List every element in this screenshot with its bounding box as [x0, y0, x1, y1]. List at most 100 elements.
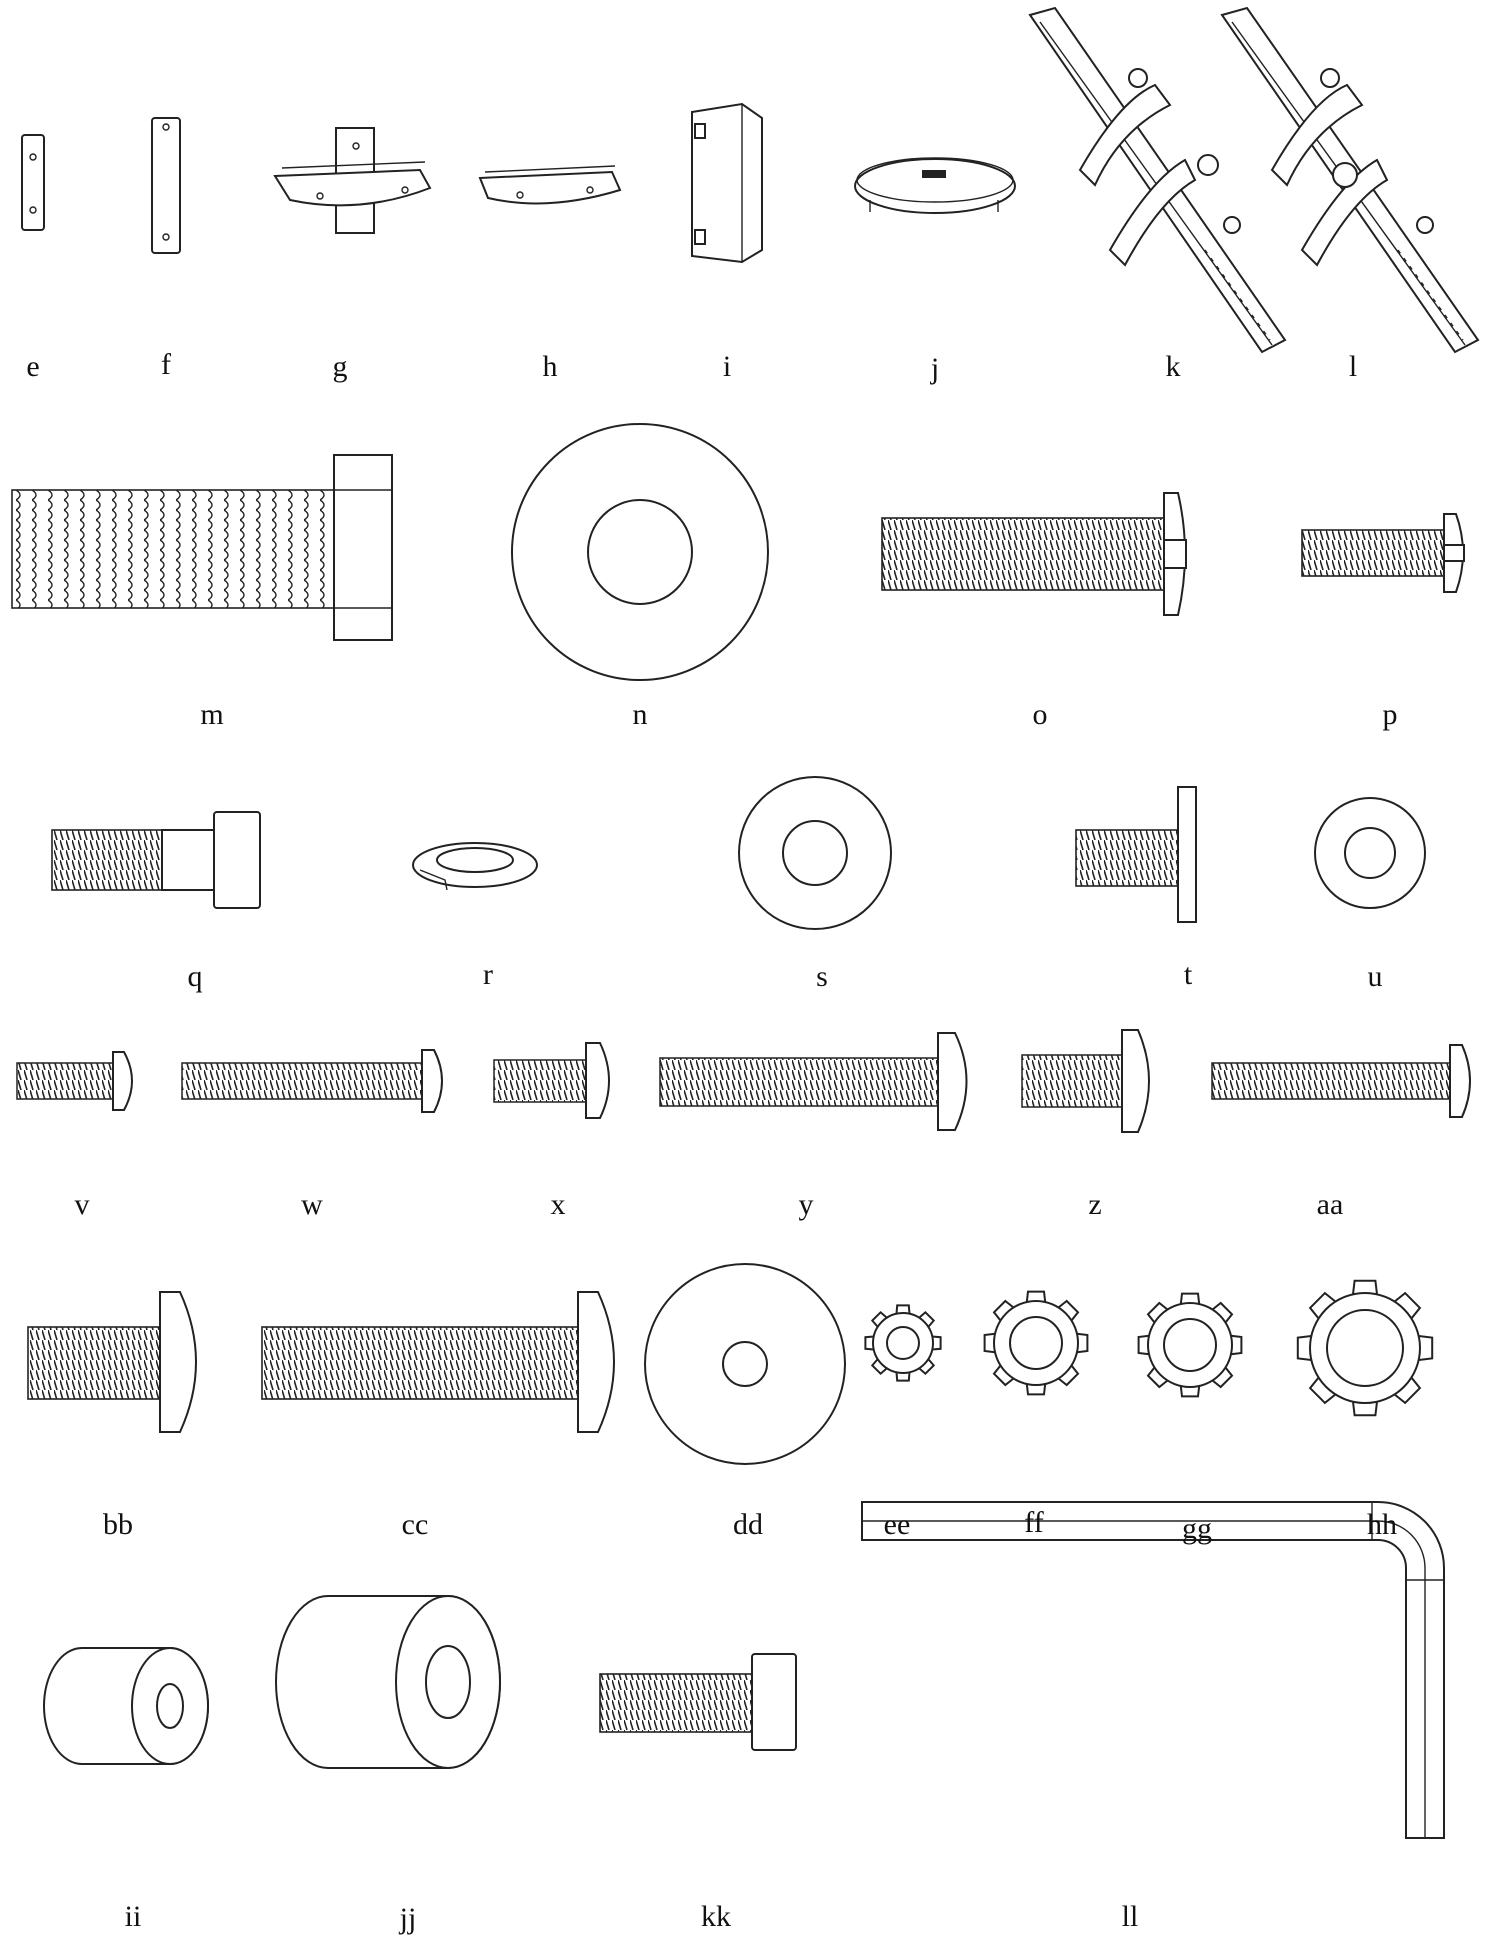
washer-tooth — [1352, 1279, 1378, 1295]
washer-tooth — [1057, 1299, 1080, 1322]
washer-tooth — [1296, 1335, 1312, 1361]
part-dd-fender-washer — [644, 1263, 846, 1465]
part-gg-star-washer — [1137, 1292, 1243, 1398]
washer-tooth — [1179, 1292, 1201, 1305]
washer-tooth — [918, 1358, 936, 1376]
part-q-shoulder-bolt — [51, 811, 261, 909]
part-t-flat-head-screw — [1075, 786, 1197, 923]
part-label-aa: aa — [1316, 1188, 1344, 1221]
washer-tooth — [992, 1364, 1015, 1387]
part-label-k: k — [1165, 350, 1181, 383]
part-label-o: o — [1032, 698, 1048, 731]
washer-tooth — [1146, 1366, 1169, 1389]
washer-tooth — [1025, 1383, 1047, 1396]
part-label-s: s — [816, 960, 828, 993]
part-label-m: m — [200, 698, 224, 731]
part-o-slotted-screw — [881, 492, 1187, 616]
part-label-jj: jj — [399, 1902, 417, 1935]
part-h-bracket — [478, 165, 622, 205]
part-label-ff: ff — [1024, 1506, 1044, 1539]
part-label-dd: dd — [733, 1508, 763, 1541]
part-cc-pan-head-screw — [261, 1291, 615, 1433]
part-ff-star-washer — [983, 1290, 1089, 1396]
washer-tooth — [1352, 1401, 1378, 1417]
part-f-long-plate — [151, 117, 181, 254]
part-label-l: l — [1348, 350, 1358, 383]
part-v-pan-head-screw — [16, 1051, 133, 1111]
part-bb-pan-head-screw — [27, 1291, 197, 1433]
washer-tooth — [1146, 1301, 1169, 1324]
part-label-p: p — [1382, 698, 1398, 731]
part-z-pan-head-screw — [1021, 1029, 1150, 1133]
part-label-g: g — [332, 350, 348, 383]
washer-tooth — [1211, 1366, 1234, 1389]
part-label-ll: ll — [1121, 1900, 1139, 1933]
washer-tooth — [1179, 1385, 1201, 1398]
part-x-pan-head-screw — [493, 1042, 610, 1119]
part-hh-star-washer — [1296, 1279, 1434, 1417]
washer-tooth — [992, 1299, 1015, 1322]
washer-tooth — [1076, 1332, 1089, 1354]
part-s-washer — [738, 776, 892, 930]
washer-tooth — [1057, 1364, 1080, 1387]
part-n-large-washer — [511, 423, 769, 681]
part-label-r: r — [483, 958, 493, 991]
washer-tooth — [1308, 1291, 1337, 1320]
washer-tooth — [1137, 1334, 1150, 1356]
part-m-hex-bolt — [11, 454, 393, 641]
part-i-block — [691, 102, 763, 264]
washer-tooth — [1308, 1376, 1337, 1405]
washer-tooth — [1211, 1301, 1234, 1324]
washer-tooth — [918, 1310, 936, 1328]
part-ee-star-washer — [864, 1304, 942, 1382]
part-label-ii: ii — [124, 1900, 142, 1933]
washer-tooth — [1418, 1335, 1434, 1361]
part-y-pan-head-screw — [659, 1032, 968, 1131]
part-label-h: h — [542, 350, 558, 383]
part-g-bracket-with-plate — [273, 127, 432, 234]
part-aa-pan-head-screw — [1211, 1044, 1471, 1118]
part-label-z: z — [1088, 1188, 1102, 1221]
part-label-e: e — [26, 350, 40, 383]
part-ll-allen-key — [861, 1501, 1445, 1839]
part-label-kk: kk — [701, 1900, 731, 1933]
part-label-i: i — [722, 350, 732, 383]
washer-tooth — [983, 1332, 996, 1354]
washer-tooth — [895, 1304, 911, 1314]
washer-tooth — [1393, 1376, 1422, 1405]
washer-tooth — [1230, 1334, 1243, 1356]
part-label-j: j — [930, 352, 940, 385]
part-j-oval-cap — [854, 157, 1016, 214]
part-jj-spacer — [275, 1595, 501, 1769]
part-e-small-plate — [21, 134, 45, 231]
part-label-q: q — [187, 960, 203, 993]
part-w-pan-head-screw — [181, 1049, 443, 1113]
washer-tooth — [1393, 1291, 1422, 1320]
part-ii-spacer — [43, 1647, 209, 1765]
washer-tooth — [870, 1310, 888, 1328]
part-p-small-slotted-screw — [1301, 513, 1465, 593]
part-r-split-lock-washer — [412, 842, 538, 891]
part-label-y: y — [798, 1188, 814, 1221]
part-label-n: n — [632, 698, 648, 731]
part-l-mounting-arm — [1220, 6, 1480, 354]
part-label-w: w — [301, 1188, 323, 1221]
part-label-ee: ee — [883, 1508, 911, 1541]
part-label-hh: hh — [1367, 1508, 1397, 1541]
part-label-u: u — [1367, 960, 1383, 993]
part-label-t: t — [1183, 958, 1193, 991]
part-label-f: f — [161, 348, 171, 381]
part-k-mounting-arm — [1028, 6, 1287, 354]
washer-tooth — [895, 1372, 911, 1382]
washer-tooth — [1025, 1290, 1047, 1303]
part-label-v: v — [74, 1188, 90, 1221]
part-label-x: x — [550, 1188, 566, 1221]
part-label-cc: cc — [401, 1508, 429, 1541]
washer-tooth — [932, 1335, 942, 1351]
part-u-washer — [1314, 797, 1426, 909]
part-label-gg: gg — [1182, 1512, 1212, 1545]
part-kk-socket-head-screw — [599, 1653, 797, 1751]
washer-tooth — [870, 1358, 888, 1376]
washer-tooth — [864, 1335, 874, 1351]
